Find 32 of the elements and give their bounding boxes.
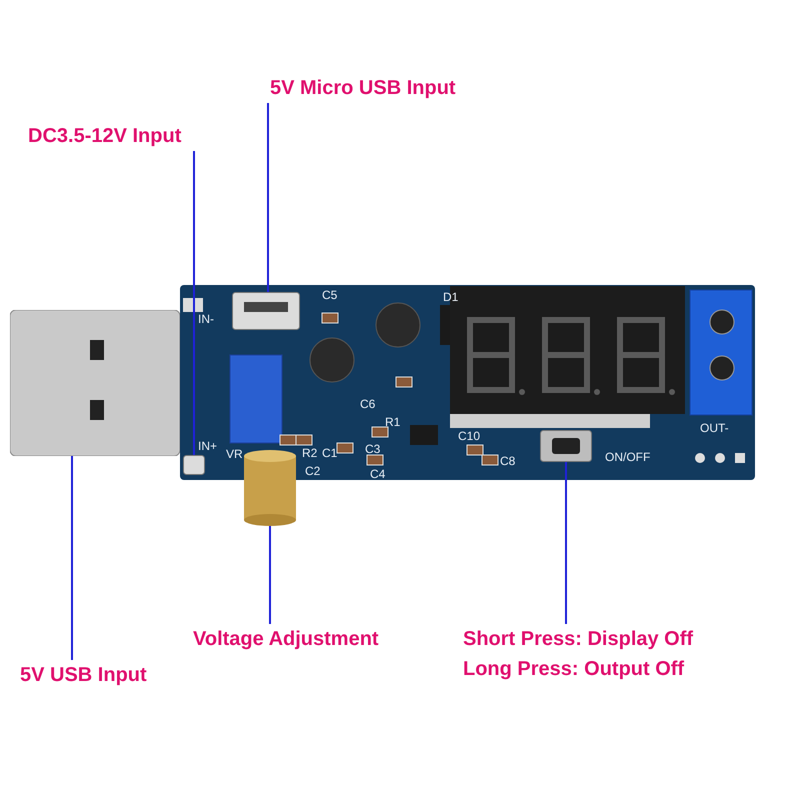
silkscreen-label: C5	[322, 289, 338, 302]
leader-line	[269, 526, 271, 624]
silkscreen-label: IN+	[198, 440, 218, 453]
silkscreen-label: C8	[500, 455, 516, 468]
silkscreen-label: ON/OFF	[605, 451, 650, 464]
leader-line	[71, 456, 73, 660]
callout-label: Long Press: Output Off	[463, 657, 686, 682]
push-button	[540, 430, 592, 462]
silkscreen-label: C2	[305, 465, 320, 478]
silkscreen-label: IN-	[198, 313, 214, 326]
leader-line	[193, 151, 195, 455]
silkscreen-label: C1	[322, 447, 338, 460]
silkscreen-label: C10	[458, 430, 480, 443]
usb-plug	[10, 310, 180, 456]
adjustment-knob	[242, 450, 298, 526]
callout-label: 5V USB Input	[20, 660, 147, 690]
silkscreen-label: VR	[226, 448, 243, 461]
callout-label: Short Press: Display Off	[463, 627, 694, 652]
silkscreen-label: C6	[360, 398, 376, 411]
silkscreen-label: D1	[443, 291, 458, 304]
callout-label: 5V Micro USB Input	[270, 73, 456, 103]
callout-label: Voltage Adjustment	[193, 624, 379, 654]
input-pad	[183, 455, 205, 475]
silkscreen-label: OUT-	[700, 422, 729, 435]
leader-line	[565, 462, 567, 624]
silkscreen-label: C4	[370, 468, 386, 481]
micro-usb-port	[232, 292, 300, 330]
silkscreen-label: C3	[365, 443, 380, 456]
callout-label: DC3.5-12V Input	[28, 121, 182, 151]
silkscreen-label: R2	[302, 447, 318, 460]
silkscreen-label: R1	[385, 416, 400, 429]
leader-line	[267, 103, 269, 292]
